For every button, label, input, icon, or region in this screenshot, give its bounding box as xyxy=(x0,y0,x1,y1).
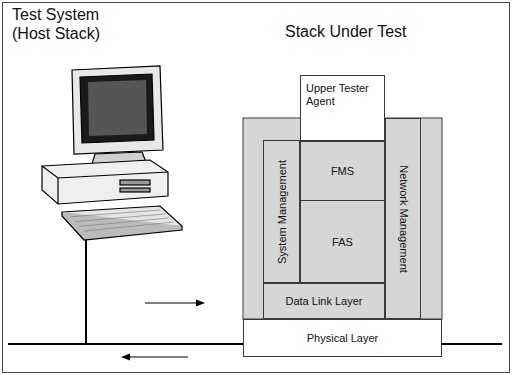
node-label: FAS xyxy=(332,235,353,248)
screen-glare xyxy=(88,80,147,136)
node-label: FMS xyxy=(331,165,354,178)
desktop-case xyxy=(42,160,168,204)
key-row xyxy=(79,218,169,226)
system-title: Test System (Host Stack) xyxy=(12,5,137,43)
frame xyxy=(3,3,510,373)
case-edge xyxy=(42,166,168,178)
arrow-right xyxy=(145,303,198,304)
arrow-left xyxy=(128,357,188,358)
agent-box: Upper Tester Agent xyxy=(300,75,385,141)
drive-slot xyxy=(120,188,150,192)
layer-box: Physical Layer xyxy=(243,319,442,357)
drop-line xyxy=(85,236,87,344)
drive-slot xyxy=(120,180,150,185)
layer-box: FMS xyxy=(300,141,385,201)
stack-ground xyxy=(243,118,442,319)
case-edge xyxy=(57,178,58,204)
key-row xyxy=(84,222,174,231)
node-label: Physical Layer xyxy=(307,332,379,345)
node-label: Upper Tester Agent xyxy=(301,76,384,108)
layer-box: Data Link Layer xyxy=(263,283,385,319)
stack-title: Stack Under Test xyxy=(285,22,445,41)
node-label: Data Link Layer xyxy=(285,295,362,308)
arrow-head xyxy=(196,300,205,307)
management-band: System Management xyxy=(263,140,300,283)
bus-line xyxy=(8,343,243,345)
node-label: System Management xyxy=(275,160,288,264)
key-row xyxy=(75,214,165,222)
node-label: Network Management xyxy=(397,165,410,273)
layer-box: FAS xyxy=(300,200,385,283)
monitor-case xyxy=(72,66,163,154)
arrow-head xyxy=(121,354,130,361)
bus-line xyxy=(442,343,502,345)
monitor-screen xyxy=(80,74,154,143)
management-band: Network Management xyxy=(385,118,421,319)
keyboard-keys xyxy=(70,210,173,231)
computer-icon xyxy=(42,66,182,240)
